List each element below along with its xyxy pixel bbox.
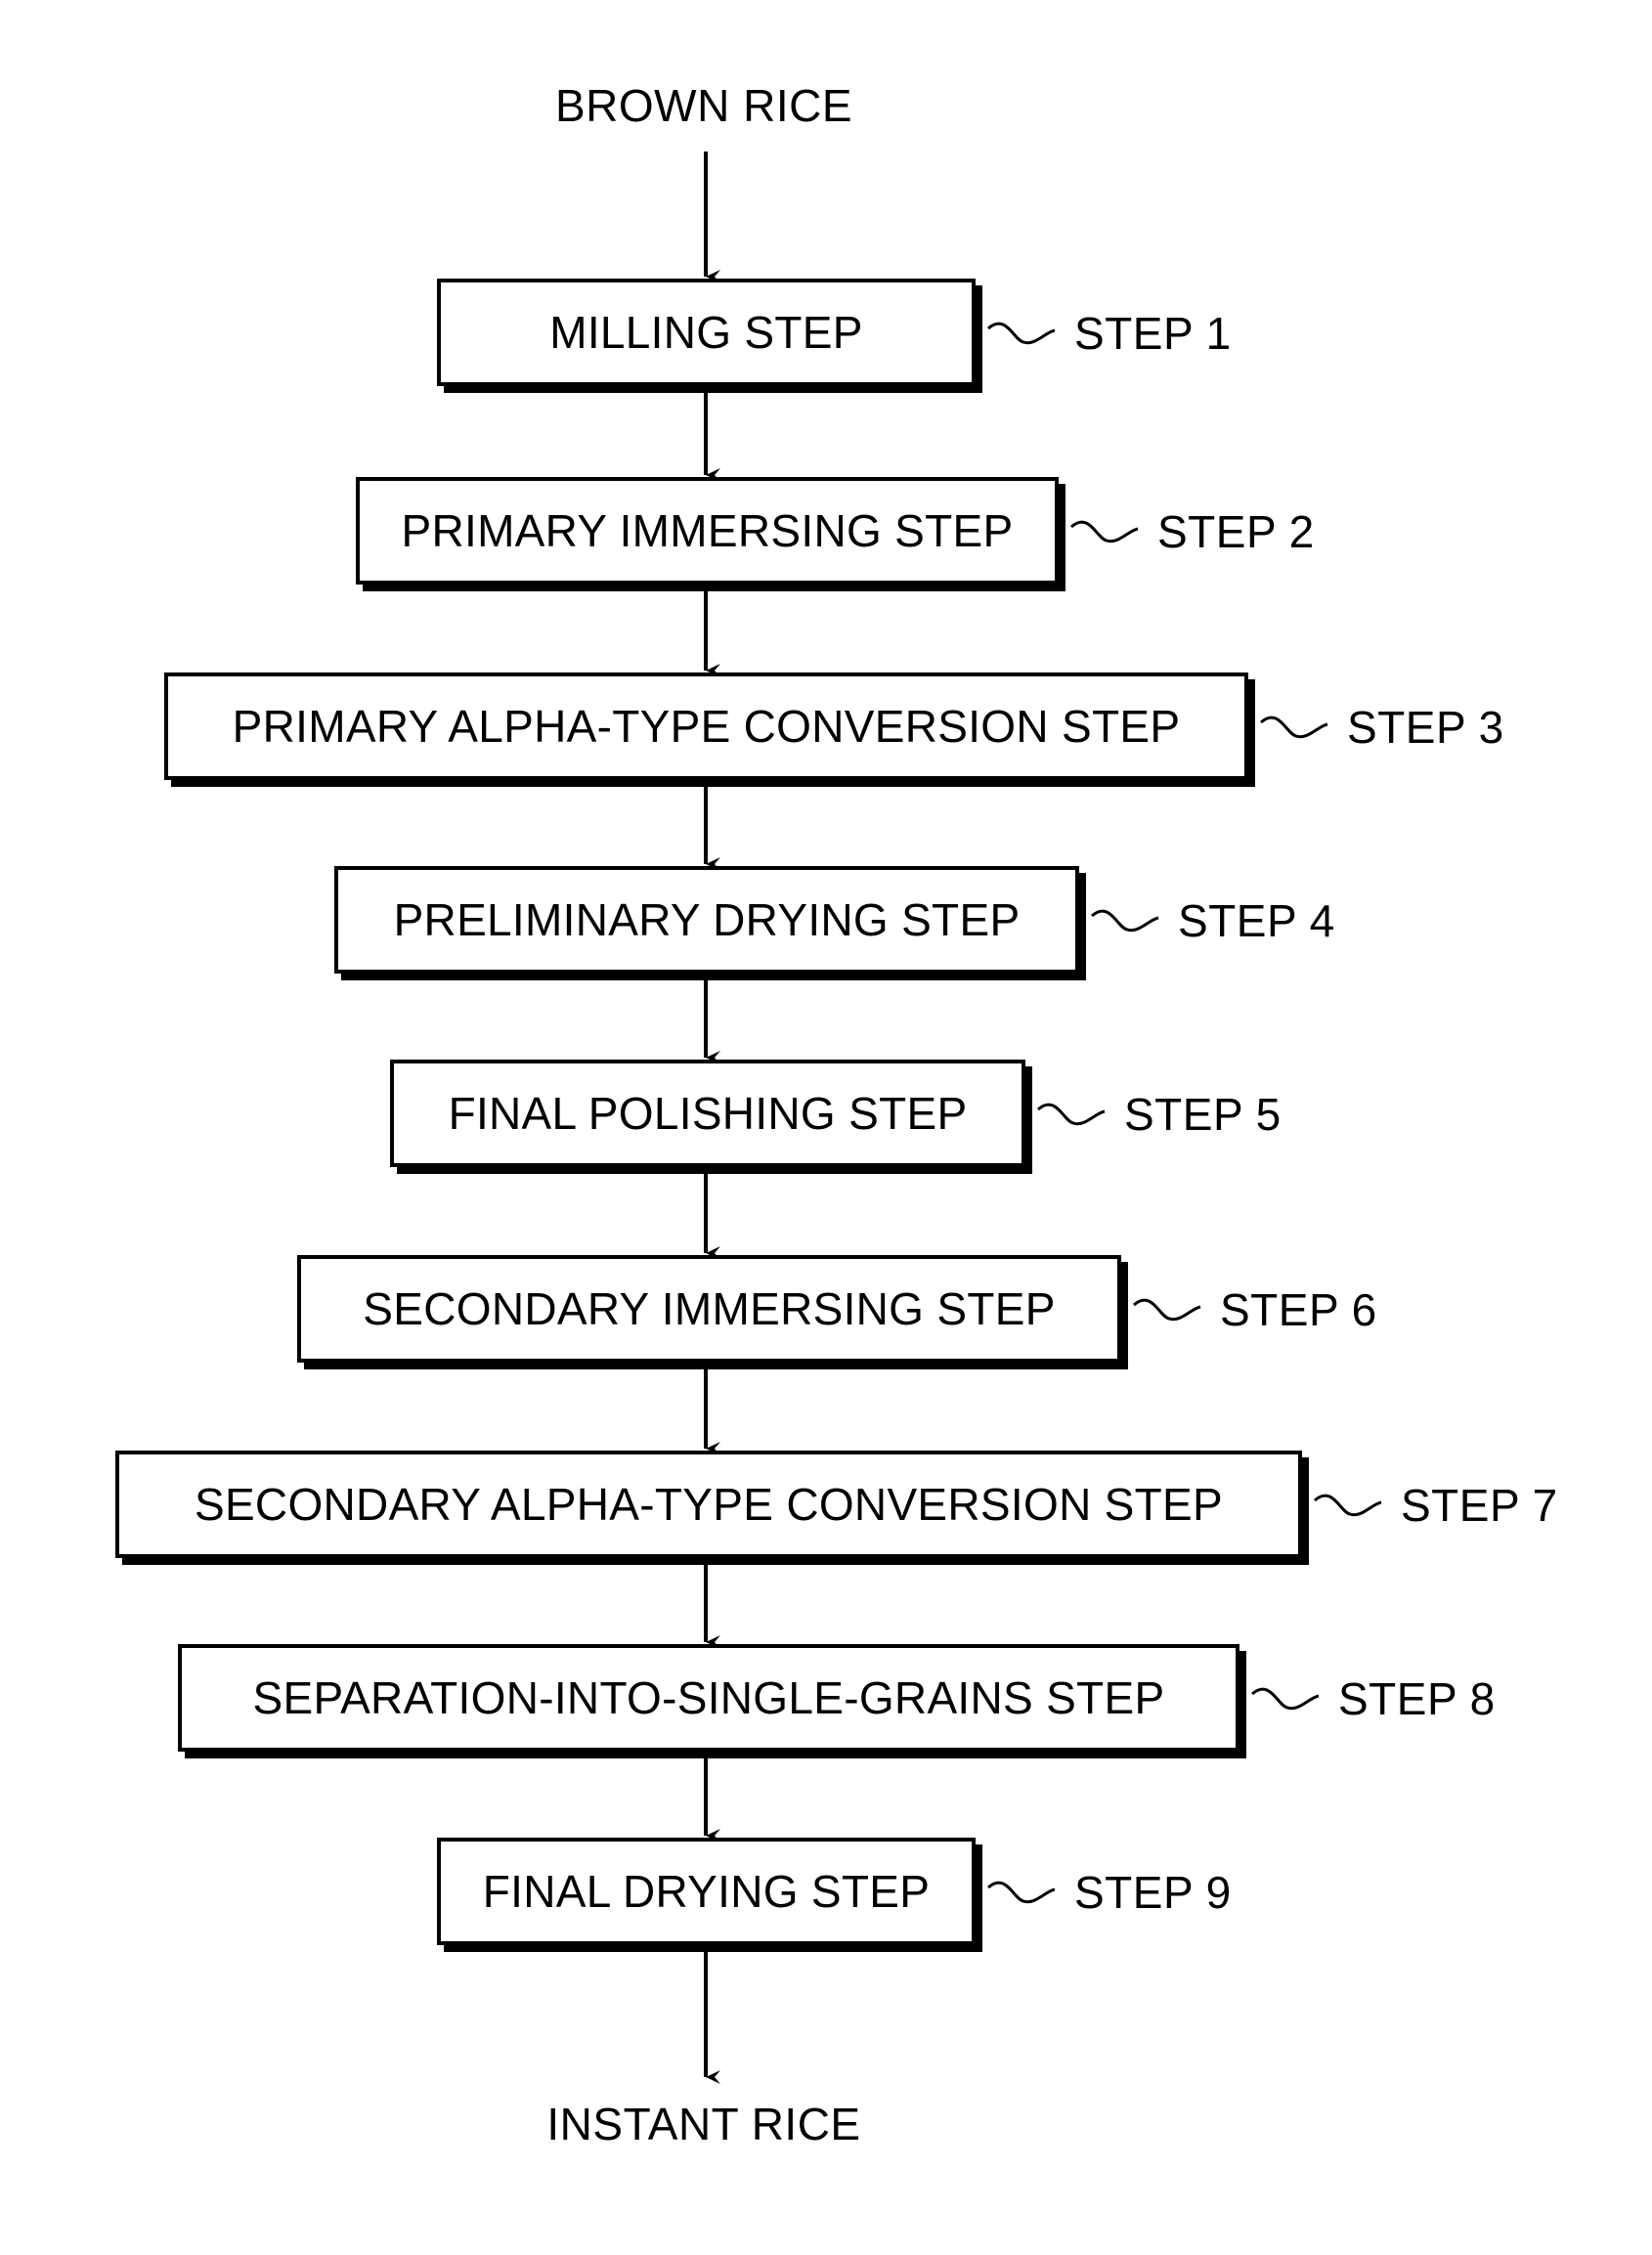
step-box-6: SECONDARY IMMERSING STEP (297, 1255, 1121, 1363)
output-label: INSTANT RICE (508, 2102, 899, 2147)
step-name: PRIMARY ALPHA-TYPE CONVERSION STEP (233, 704, 1181, 749)
step-ref-label-5: STEP 5 (1124, 1092, 1282, 1137)
step-leader-line-6 (1134, 1300, 1200, 1320)
step-name: SECONDARY ALPHA-TYPE CONVERSION STEP (195, 1482, 1223, 1527)
step-ref-label-8: STEP 8 (1338, 1676, 1496, 1721)
step-name: FINAL POLISHING STEP (449, 1091, 968, 1136)
step-leader-line-7 (1315, 1496, 1381, 1515)
step-box-4: PRELIMINARY DRYING STEP (334, 866, 1079, 974)
step-leader-line-9 (988, 1883, 1055, 1902)
step-box-3: PRIMARY ALPHA-TYPE CONVERSION STEP (164, 672, 1248, 780)
step-name: FINAL DRYING STEP (483, 1869, 931, 1914)
step-box-7: SECONDARY ALPHA-TYPE CONVERSION STEP (115, 1451, 1302, 1558)
step-leader-line-5 (1038, 1105, 1105, 1124)
step-leader-line-3 (1261, 717, 1327, 737)
step-name: MILLING STEP (549, 310, 863, 355)
step-ref-label-9: STEP 9 (1074, 1870, 1232, 1915)
step-ref-label-1: STEP 1 (1074, 311, 1232, 356)
step-name: SEPARATION-INTO-SINGLE-GRAINS STEP (253, 1675, 1165, 1720)
step-leader-line-1 (988, 324, 1055, 343)
step-name: PRELIMINARY DRYING STEP (394, 897, 1021, 942)
step-box-1: MILLING STEP (437, 279, 976, 386)
input-label: BROWN RICE (508, 83, 899, 128)
step-leader-line-4 (1092, 911, 1158, 931)
step-box-5: FINAL POLISHING STEP (390, 1060, 1025, 1167)
step-name: SECONDARY IMMERSING STEP (363, 1286, 1055, 1331)
step-ref-label-6: STEP 6 (1220, 1287, 1377, 1332)
step-leader-line-2 (1071, 522, 1138, 542)
step-ref-label-4: STEP 4 (1178, 898, 1335, 943)
step-ref-label-7: STEP 7 (1401, 1483, 1558, 1528)
step-leader-line-8 (1252, 1689, 1319, 1709)
step-box-2: PRIMARY IMMERSING STEP (356, 477, 1059, 585)
step-box-9: FINAL DRYING STEP (437, 1838, 976, 1945)
step-box-8: SEPARATION-INTO-SINGLE-GRAINS STEP (178, 1644, 1239, 1752)
step-ref-label-2: STEP 2 (1157, 509, 1315, 554)
step-name: PRIMARY IMMERSING STEP (401, 508, 1013, 553)
step-ref-label-3: STEP 3 (1347, 705, 1504, 750)
